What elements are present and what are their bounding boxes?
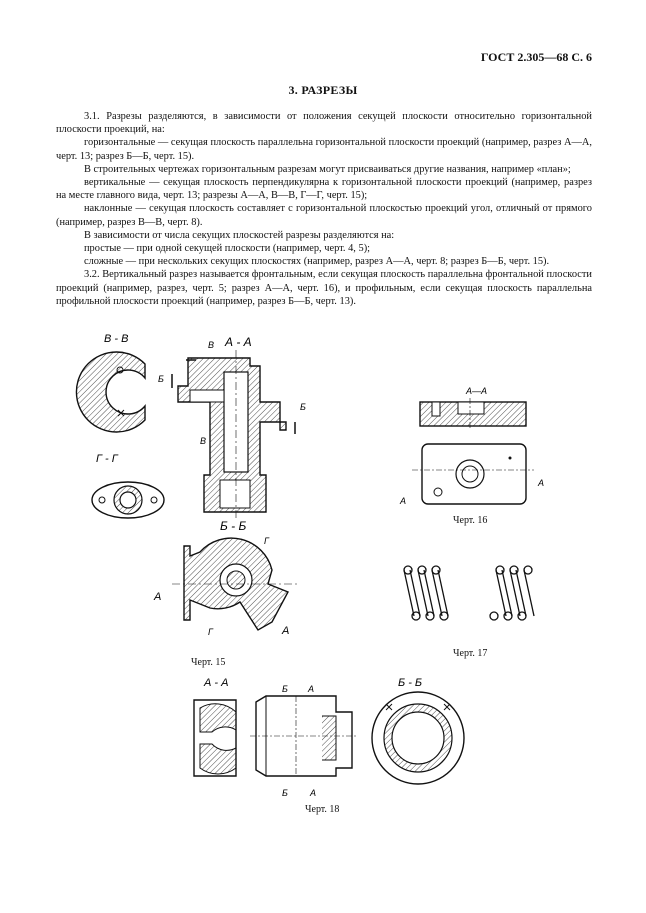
fig18-bb-outer bbox=[371, 691, 465, 785]
paragraph-2: горизонтальные — секущая плоскость парал… bbox=[56, 137, 592, 162]
caption-fig-17: Черт. 17 bbox=[453, 648, 488, 659]
label-g-top: Г bbox=[264, 536, 270, 546]
figure-17-drawing bbox=[403, 565, 535, 621]
page-header: ГОСТ 2.305—68 С. 6 bbox=[480, 50, 592, 64]
caption-fig-16: Черт. 16 bbox=[453, 515, 488, 526]
fig16-plan bbox=[421, 443, 527, 505]
label-18-a-bottom: А bbox=[309, 788, 316, 798]
label-18-a-top: А bbox=[307, 684, 314, 694]
figure-15-drawing: В - В Г - Г А - А В Б Б В Б - Б Г А Г А bbox=[75, 333, 306, 637]
vv-section-shape bbox=[75, 351, 146, 433]
label-a-a: А - А bbox=[224, 335, 252, 349]
caption-fig-15: Черт. 15 bbox=[191, 657, 226, 668]
label-v-bottom: В bbox=[200, 436, 206, 446]
label-18-a-a: А - А bbox=[203, 677, 228, 689]
label-18-b-bottom: Б bbox=[282, 788, 288, 798]
gg-flange bbox=[91, 481, 165, 519]
paragraph-3: В строительных чертежах горизонтальным р… bbox=[84, 163, 571, 175]
body-text: 3.1. Разрезы разделяются, в зависимости … bbox=[56, 110, 592, 308]
label-18-b-top: Б bbox=[282, 684, 288, 694]
label-16-a-a: А—А bbox=[465, 386, 487, 396]
paragraph-8: сложные — при нескольких секущих плоскос… bbox=[84, 256, 550, 268]
label-16-a-right: А bbox=[537, 478, 544, 488]
paragraph-7: простые — при одной секущей плоскости (н… bbox=[84, 243, 371, 255]
label-16-a-left: А bbox=[399, 496, 406, 506]
label-18-b-b: Б - Б bbox=[398, 677, 422, 689]
label-b-right: Б bbox=[300, 402, 306, 412]
label-b-left: Б bbox=[158, 374, 164, 384]
label-g-g: Г - Г bbox=[96, 453, 119, 465]
label-v-v: В - В bbox=[104, 333, 128, 345]
label-v-top: В bbox=[208, 340, 214, 350]
paragraph-4: вертикальные — секущая плоскость перпенд… bbox=[56, 177, 592, 202]
paragraph-6: В зависимости от числа секущих плоскосте… bbox=[84, 229, 395, 241]
section-title: 3. РАЗРЕЗЫ bbox=[288, 83, 358, 97]
fig18-view bbox=[255, 695, 353, 777]
paragraph-5: наклонные — секущая плоскость составляет… bbox=[56, 203, 592, 228]
spring-left bbox=[403, 565, 449, 621]
figure-18-drawing: А - А Б А Б А Б - Б bbox=[193, 677, 465, 798]
spring-right bbox=[489, 565, 535, 621]
label-g-bottom: Г bbox=[208, 627, 214, 637]
vv-hole bbox=[116, 366, 124, 374]
paragraph-9: 3.2. Вертикальный разрез называется фрон… bbox=[56, 269, 592, 307]
label-b-b: Б - Б bbox=[220, 519, 246, 533]
paragraph-1: 3.1. Разрезы разделяются, в зависимости … bbox=[56, 111, 592, 136]
figure-16-drawing: А—А А А bbox=[399, 386, 544, 506]
label-a-left: А bbox=[153, 591, 161, 603]
label-a-right: А bbox=[281, 625, 289, 637]
caption-fig-18: Черт. 18 bbox=[305, 804, 340, 815]
